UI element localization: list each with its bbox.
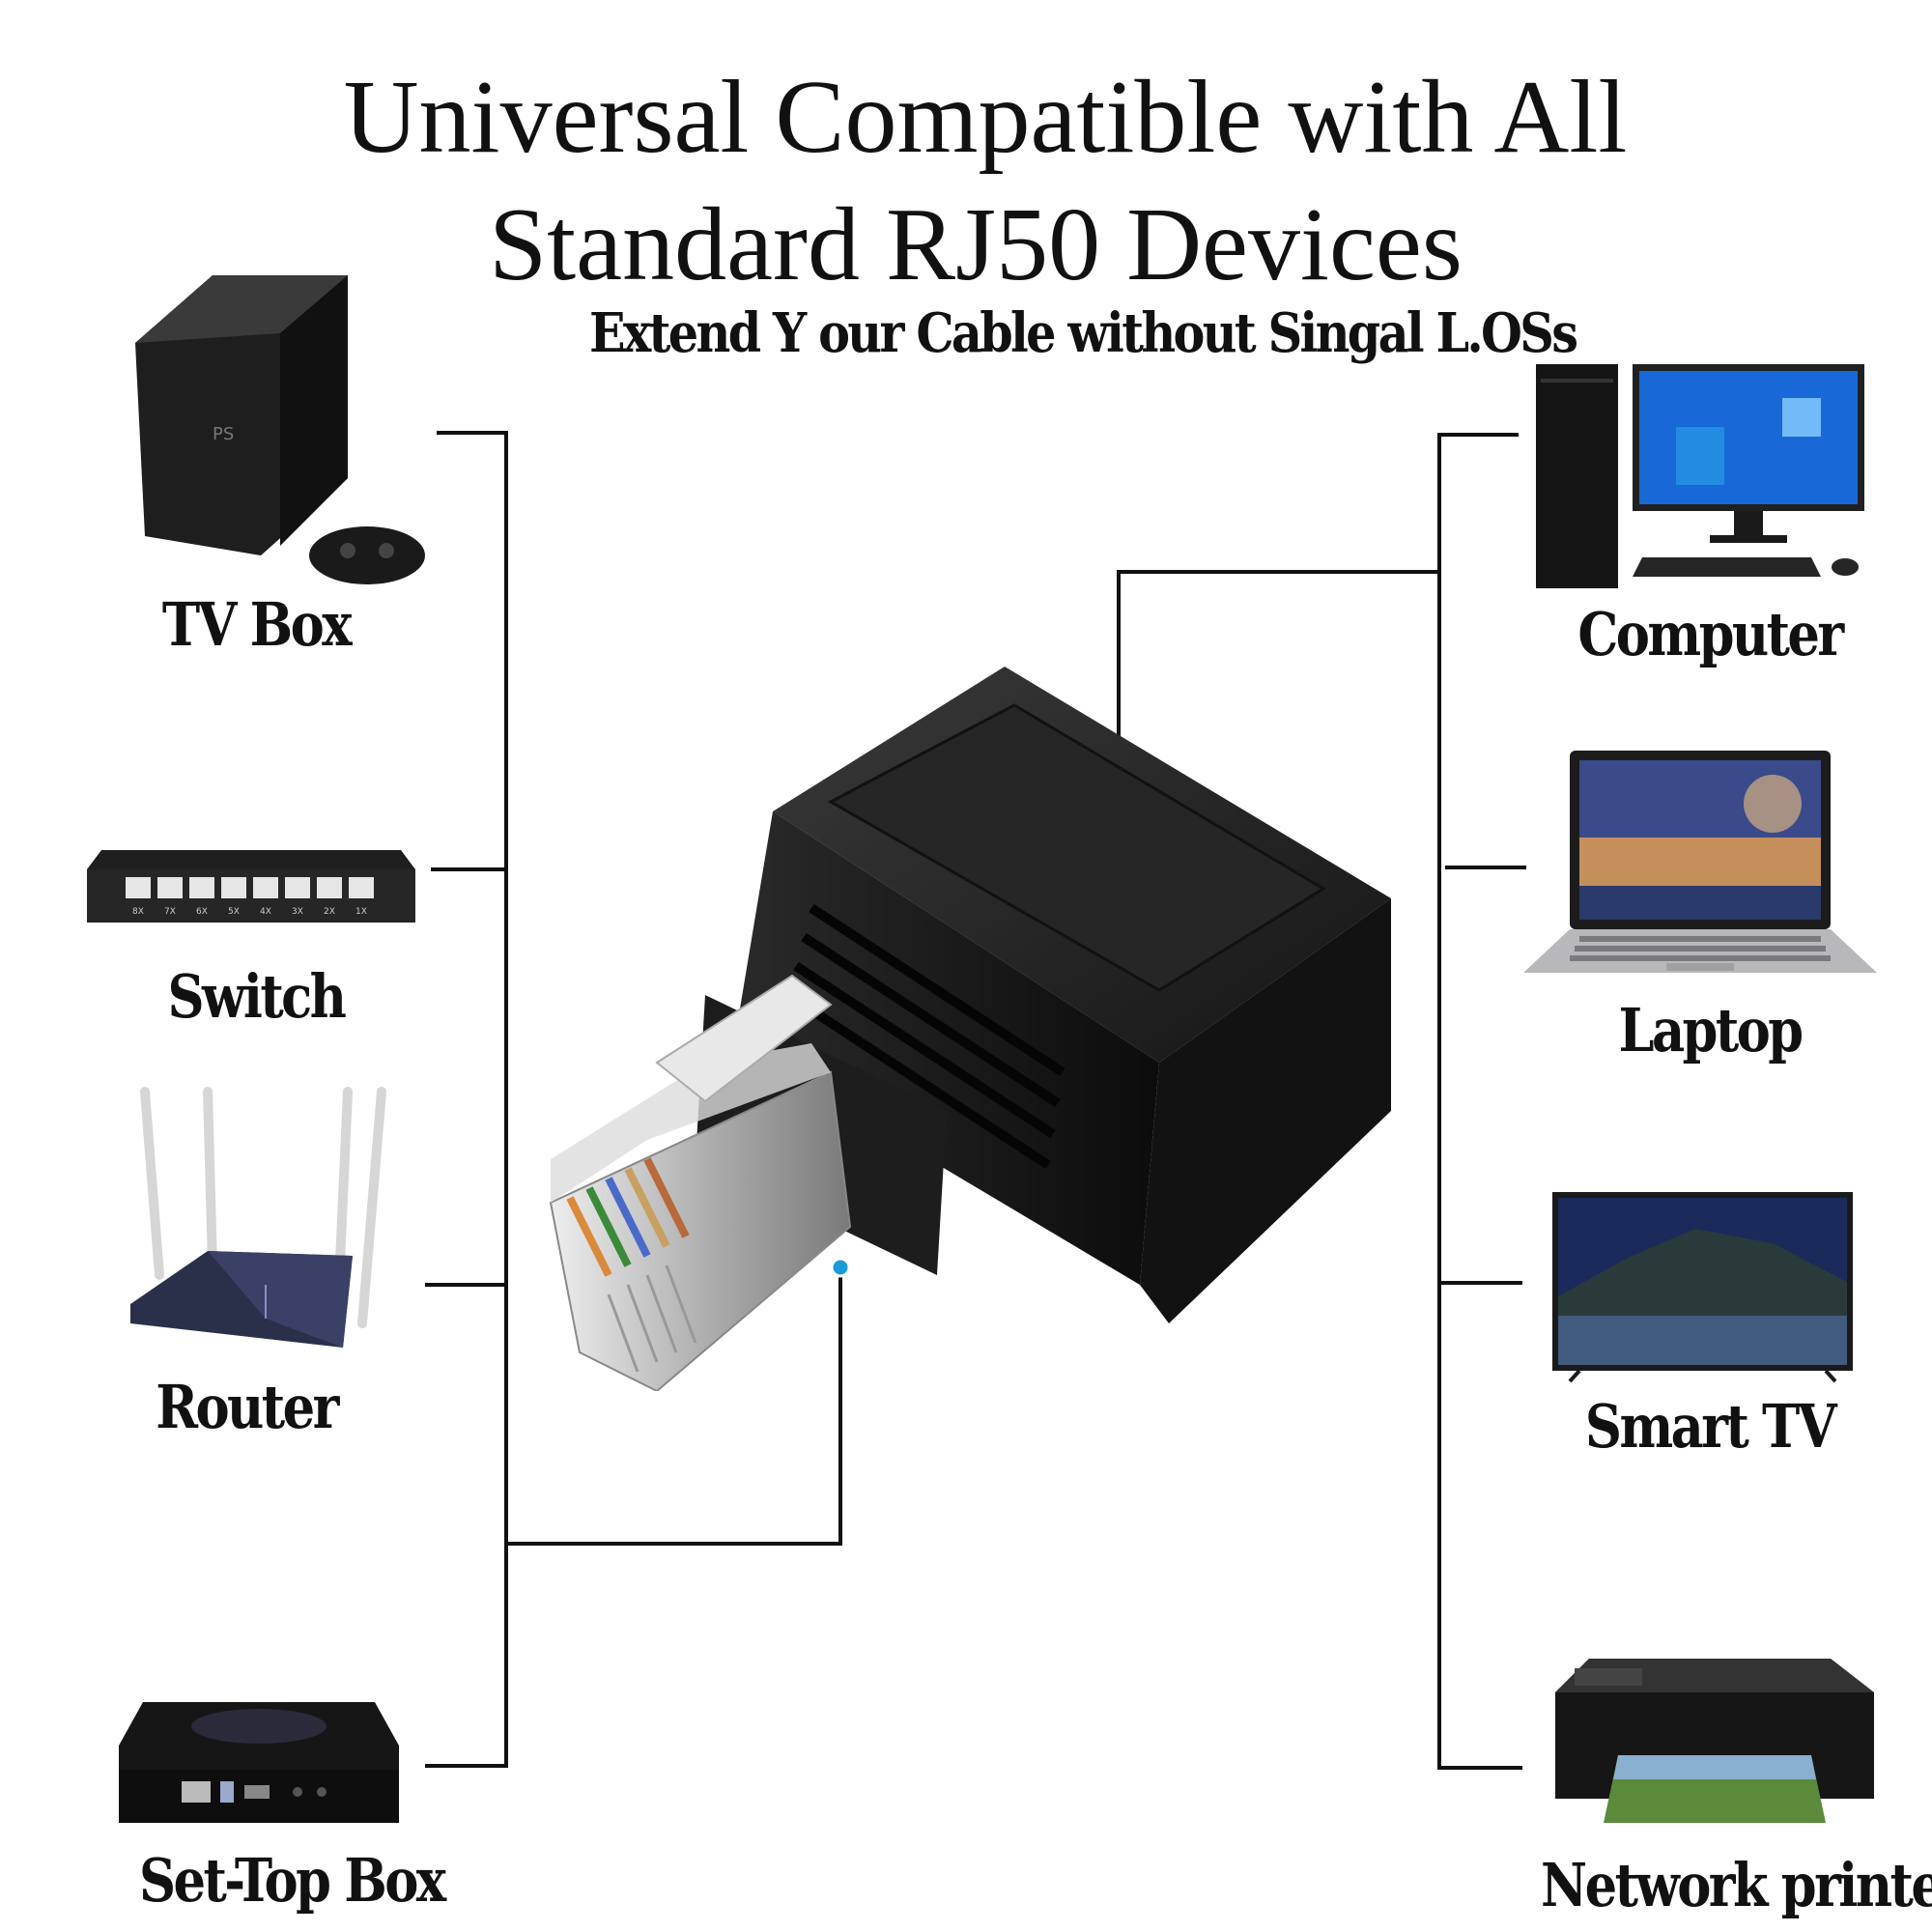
gamepad-icon	[309, 526, 425, 584]
wire	[585, 1186, 632, 1267]
ethernet-port	[182, 1781, 211, 1803]
windows-logo-icon	[1782, 398, 1821, 437]
label-router: Router	[156, 1372, 339, 1442]
switch-illustration: 8X 7X 6X 5X 4X 3X 2X 1X	[87, 850, 415, 923]
switch-port-label: 1X	[355, 907, 367, 917]
label-network-printers: Network printers	[1541, 1850, 1932, 1920]
tv-box-illustration: PS	[135, 275, 425, 584]
switch-port-label: 5X	[228, 907, 240, 917]
mouse	[1832, 558, 1859, 576]
switch-port-label: 2X	[324, 907, 335, 917]
plug-latch	[655, 974, 833, 1103]
network-printer-illustration	[1555, 1659, 1874, 1823]
jack-connection-line	[1117, 570, 1439, 761]
wire	[624, 1167, 670, 1248]
wire	[643, 1157, 690, 1238]
plug-ridge	[626, 1284, 659, 1363]
jack-right-face	[1140, 898, 1391, 1323]
wire	[605, 1177, 651, 1258]
router-illustration	[130, 1087, 386, 1348]
plug-connection-line	[506, 1267, 842, 1546]
jack-label-recess	[827, 703, 1326, 992]
plug-ridge	[607, 1293, 639, 1373]
label-switch: Switch	[167, 961, 347, 1032]
plug-metal-shell	[549, 1070, 852, 1391]
switch-port-label: 7X	[164, 907, 176, 917]
set-top-box-illustration	[119, 1702, 399, 1823]
label-laptop: Laptop	[1618, 995, 1804, 1065]
wire	[566, 1196, 612, 1277]
label-set-top-box: Set-Top Box	[139, 1845, 446, 1916]
plug-ridge	[645, 1274, 678, 1353]
smart-tv-illustration	[1552, 1192, 1853, 1383]
set-top-box-top-logo	[191, 1709, 327, 1744]
pc-tower	[1536, 364, 1618, 588]
adapter-rib	[809, 903, 1065, 1077]
switch-ports	[126, 877, 374, 898]
plug-dot	[830, 1257, 851, 1278]
adapter-rib	[785, 990, 1051, 1170]
hdmi-port	[244, 1785, 270, 1799]
laptop-illustration	[1523, 751, 1877, 973]
switch-port-label: 3X	[292, 907, 303, 917]
plug-clear-head	[551, 1043, 831, 1203]
switch-port-label: 8X	[132, 907, 144, 917]
switch-port-label: 6X	[196, 907, 208, 917]
adapter-rib	[801, 932, 1061, 1108]
printer-control-panel	[1575, 1668, 1642, 1686]
page-title: Universal Compatible with All Standard R…	[0, 54, 1932, 309]
monitor-screen	[1639, 371, 1858, 504]
title-line-2: Standard RJ50 Devices	[489, 187, 1463, 302]
computer-illustration	[1536, 364, 1864, 588]
console-logo-mark: PS	[213, 424, 234, 444]
rj50-adapter-illustration	[549, 667, 1391, 1391]
label-smart-tv: Smart TV	[1584, 1391, 1837, 1462]
label-computer: Computer	[1577, 599, 1844, 669]
label-tv-box: TV Box	[161, 589, 353, 660]
plug-ridge	[665, 1264, 697, 1344]
usb-port	[220, 1781, 234, 1803]
adapter-rib	[793, 961, 1056, 1139]
title-line-1: Universal Compatible with All	[343, 60, 1628, 175]
switch-port-label: 4X	[260, 907, 271, 917]
keyboard	[1633, 557, 1821, 577]
router-antenna	[140, 1087, 164, 1280]
